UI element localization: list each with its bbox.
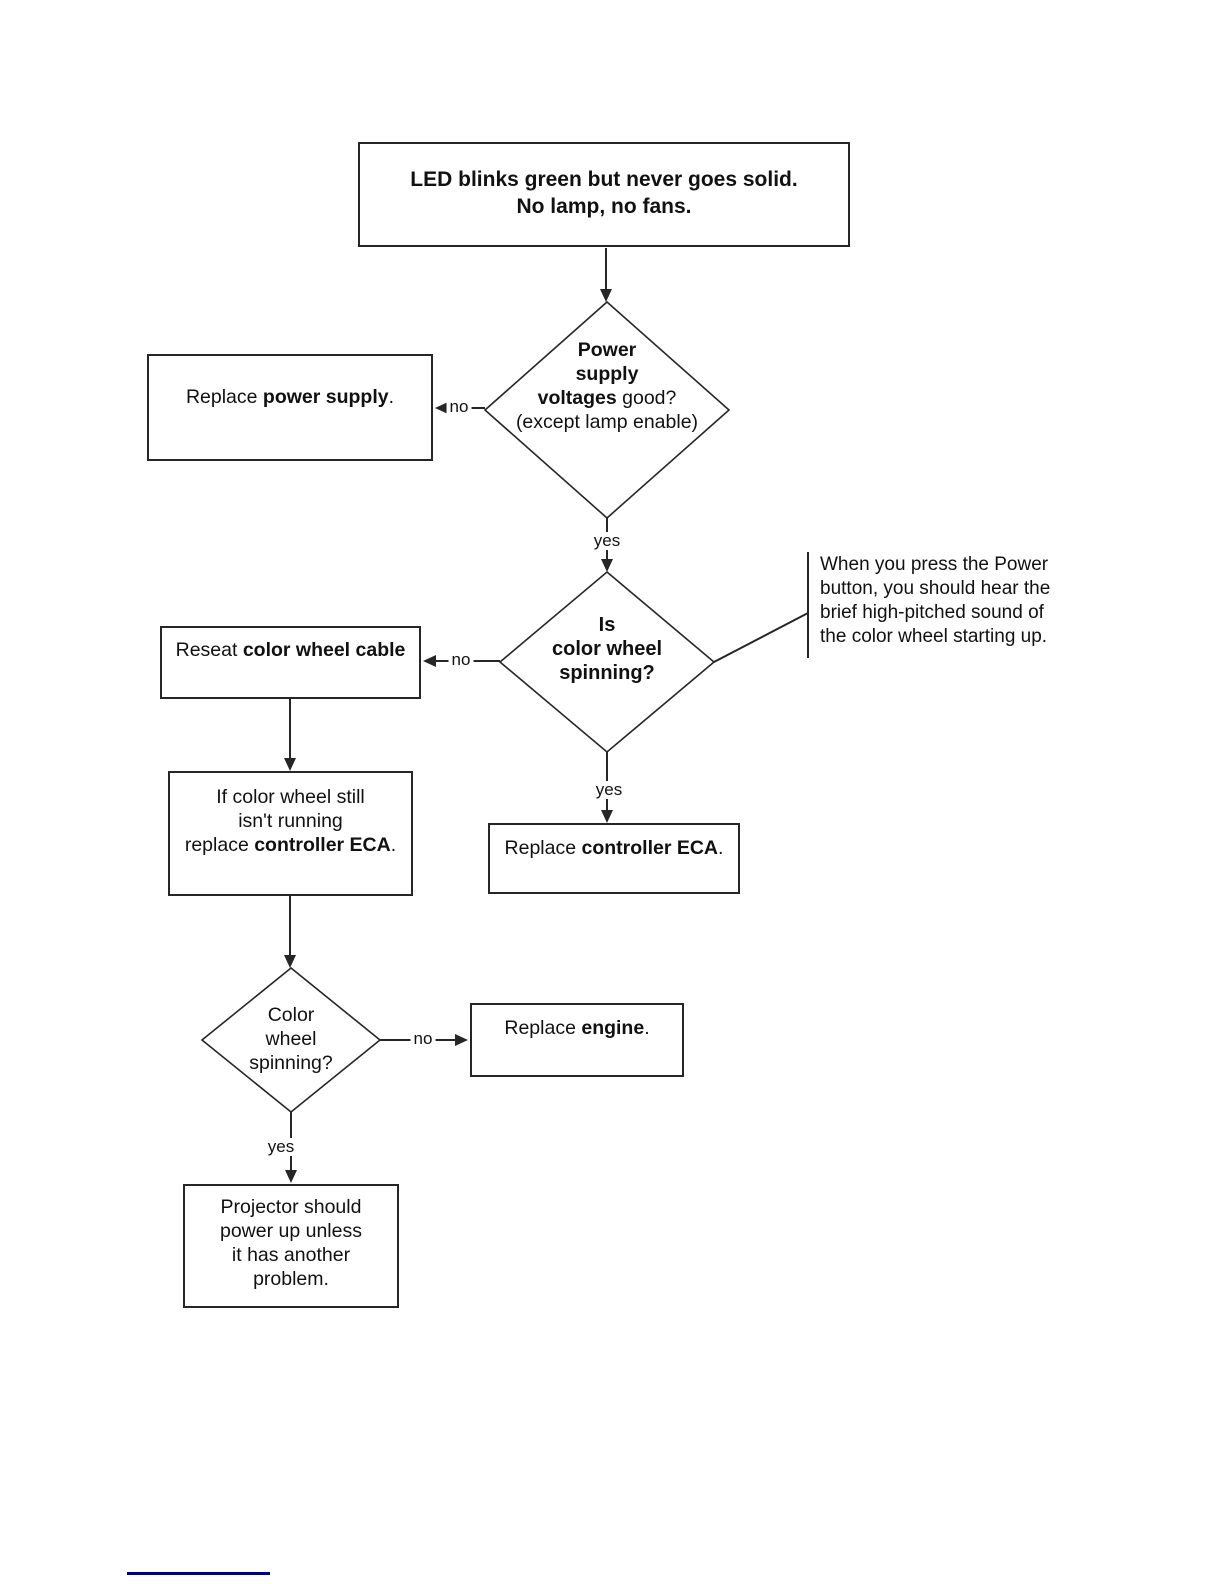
arrowhead-reseat-if (284, 758, 296, 771)
proj-line1: Projector should (220, 1196, 362, 1218)
process-replace-power-supply: Replace power supply. (147, 354, 433, 461)
engine-suffix: . (644, 1017, 650, 1039)
arrowhead-d3-no (455, 1034, 468, 1046)
d1-line3: voltages good? (467, 386, 747, 410)
arrowhead-d1-yes (601, 559, 613, 572)
decision-power-supply-shape (483, 300, 731, 520)
d1-line2: supply (467, 362, 747, 386)
label-yes-3: yes (264, 1138, 298, 1156)
d2-line2: color wheel (551, 638, 663, 660)
arrowhead-d3-yes (285, 1170, 297, 1183)
rps-prefix: Replace (185, 386, 263, 408)
rc-prefix: Replace (504, 837, 582, 859)
label-no-3: no (410, 1030, 436, 1048)
rps-bold: power supply (262, 386, 389, 408)
terminal-projector-powers-up: Projector should power up unless it has … (183, 1184, 399, 1308)
note-line2: button, you should hear the (820, 578, 1051, 599)
decision-color-wheel-2-shape (200, 966, 382, 1114)
if-line3-prefix: replace (184, 834, 255, 856)
label-yes-1: yes (590, 532, 624, 550)
note-line3: brief high-pitched sound of (820, 602, 1044, 623)
d2-line3: spinning? (559, 662, 655, 684)
d1-line4: (except lamp enable) (515, 411, 699, 433)
proj-line2: power up unless (219, 1220, 362, 1242)
arrowhead-d2-yes (601, 810, 613, 823)
d1-bold1: Power (577, 339, 637, 361)
d1-bold2: supply (575, 363, 639, 385)
rps-suffix: . (388, 386, 395, 408)
decision-power-supply-text: Power supply voltages good? (except lamp… (467, 338, 747, 434)
arrowhead-if-d3 (284, 955, 296, 968)
footer-link-underline[interactable] (127, 1572, 270, 1575)
d2-line1: Is (598, 614, 616, 636)
proj-line3: it has another (231, 1244, 351, 1266)
d3-line2: wheel (265, 1028, 317, 1050)
if-line3-bold: controller ECA (254, 834, 391, 856)
process-replace-controller-eca: Replace controller ECA. (488, 823, 740, 894)
d3-line3: spinning? (249, 1052, 333, 1074)
if-line3: replace controller ECA. (170, 833, 411, 857)
annotation-color-wheel-sound: When you press the Power button, you sho… (820, 553, 1070, 649)
process-if-still-replace-controller: If color wheel still isn't running repla… (168, 771, 413, 896)
start-node: LED blinks green but never goes solid. N… (358, 142, 850, 247)
note-line4: the color wheel starting up. (820, 626, 1048, 647)
if-line1: If color wheel still (216, 786, 365, 808)
note-line1: When you press the Power (820, 554, 1049, 575)
label-no-2: no (448, 651, 474, 669)
d1-bold3: voltages (537, 387, 617, 409)
d3-line1: Color (267, 1004, 315, 1026)
process-replace-engine: Replace engine. (470, 1003, 684, 1077)
edge-d2-note (713, 612, 809, 663)
reseat-bold: color wheel cable (242, 639, 406, 661)
label-no-1: no (446, 398, 472, 416)
decision-color-wheel-text: Is color wheel spinning? (497, 613, 717, 685)
arrowhead-start-d1 (600, 289, 612, 302)
engine-bold: engine (581, 1017, 645, 1039)
start-line2: No lamp, no fans. (516, 195, 692, 218)
if-line2: isn't running (238, 810, 343, 832)
decision-color-wheel-2-text: Color wheel spinning? (201, 1003, 381, 1075)
d1-line1: Power (467, 338, 747, 362)
rc-bold: controller ECA (581, 837, 719, 859)
if-line3-suffix: . (390, 834, 397, 856)
rc-suffix: . (718, 837, 724, 859)
engine-prefix: Replace (504, 1017, 582, 1039)
process-reseat-color-wheel-cable: Reseat color wheel cable (160, 626, 421, 699)
reseat-prefix: Reseat (175, 639, 243, 661)
proj-line4: problem. (253, 1268, 329, 1290)
d1-reg3: good? (616, 387, 677, 409)
arrowhead-d1-no (435, 402, 448, 414)
decision-color-wheel-shape (498, 570, 716, 754)
label-yes-2: yes (592, 781, 626, 799)
arrowhead-d2-no (423, 655, 436, 667)
start-line1: LED blinks green but never goes solid. (410, 168, 798, 191)
